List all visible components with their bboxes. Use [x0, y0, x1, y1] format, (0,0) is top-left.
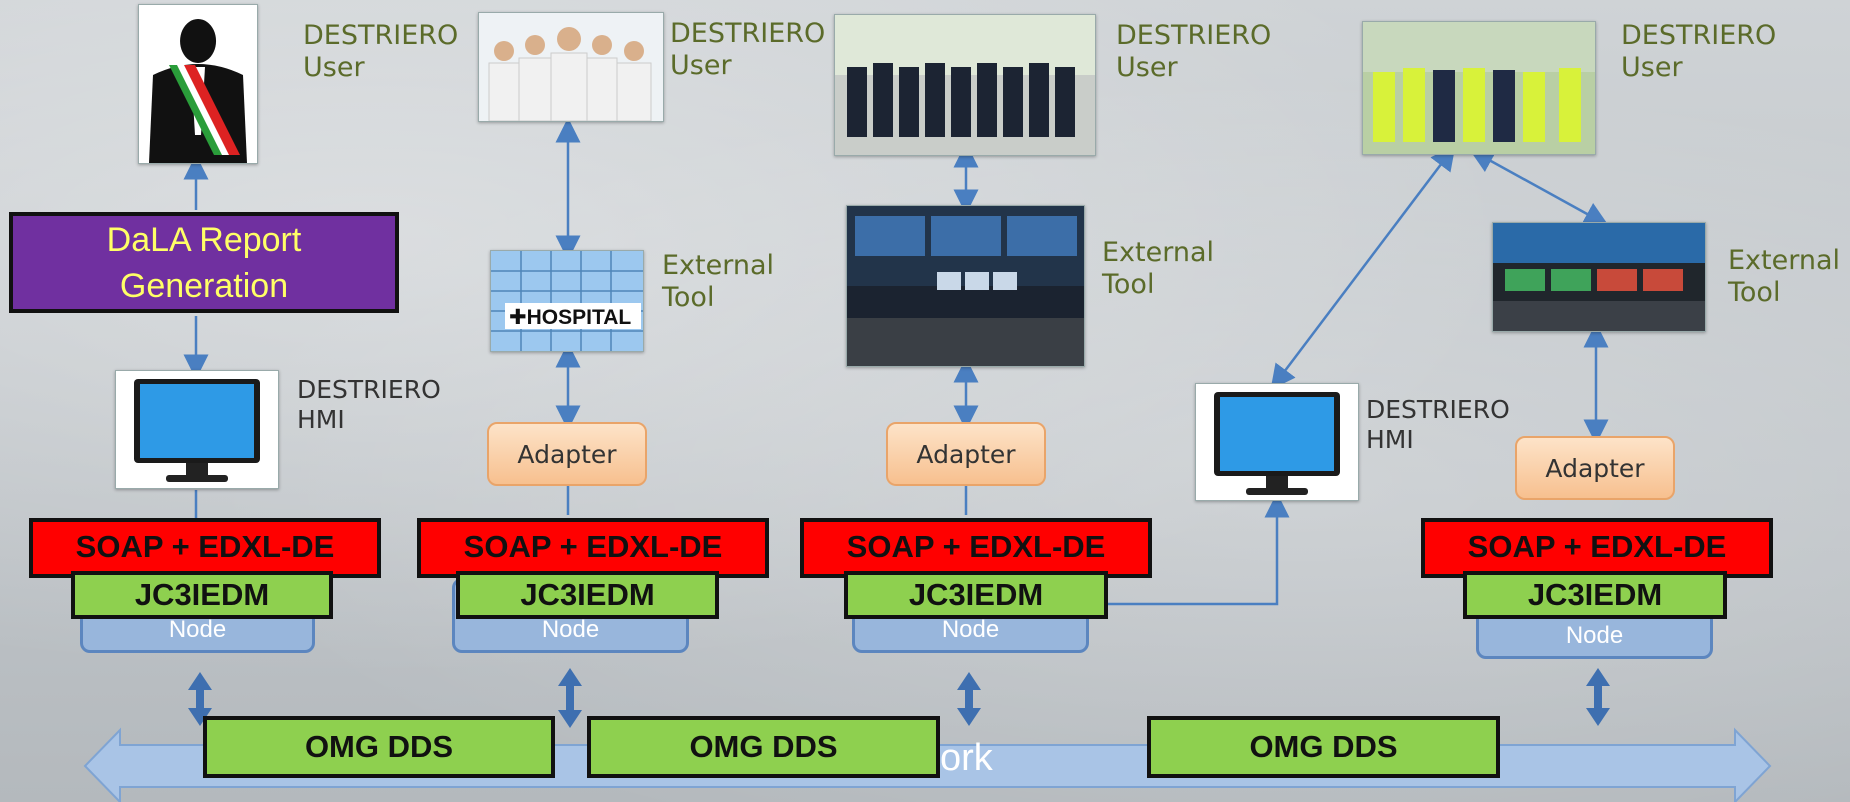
jc3iedm-4: JC3IEDM [1463, 571, 1727, 619]
dala-line2: Generation [119, 266, 289, 305]
doctors-user-photo [478, 12, 664, 122]
adapter-2: Adapter [487, 422, 647, 486]
external-tool-label-2: External Tool [662, 250, 775, 313]
official-user-photo [138, 4, 258, 164]
node-network-arrows [188, 668, 1610, 728]
omg-dds-3: OMG DDS [1147, 716, 1500, 778]
adapter-3: Adapter [886, 422, 1046, 486]
jc3iedm-3: JC3IEDM [844, 571, 1108, 619]
destriero-hmi-label-1: DESTRIERO HMI [297, 375, 441, 434]
jc3iedm-2: JC3IEDM [456, 571, 719, 619]
soap-edxl-de-4: SOAP + EDXL-DE [1421, 518, 1773, 578]
destriero-hmi-label-2: DESTRIERO HMI [1366, 395, 1510, 454]
control-room-photo [846, 205, 1085, 367]
arrow-node3-hmi2 [1105, 492, 1290, 606]
arrow-user4-tool4 [1469, 148, 1609, 227]
network-label-fragment: ork [940, 737, 993, 779]
hmi-monitor-2 [1195, 383, 1359, 501]
external-tool-label-4: External Tool [1728, 245, 1841, 308]
hmi-monitor-1 [115, 370, 279, 489]
destriero-user-label-4: DESTRIERO User [1621, 20, 1777, 83]
destriero-user-label-1: DESTRIERO User [303, 20, 459, 83]
police-user-photo [834, 14, 1096, 156]
destriero-user-label-3: DESTRIERO User [1116, 20, 1272, 83]
omg-dds-2: OMG DDS [587, 716, 940, 778]
jc3iedm-1: JC3IEDM [71, 571, 333, 619]
hospital-sign-text: ✚HOSPITAL [509, 306, 632, 329]
destriero-user-label-2: DESTRIERO User [670, 18, 826, 81]
civil-protection-user-photo [1362, 21, 1596, 155]
adapter-4: Adapter [1515, 436, 1675, 500]
monitoring-station-photo [1492, 222, 1706, 332]
soap-edxl-de-1: SOAP + EDXL-DE [29, 518, 381, 578]
soap-edxl-de-3: SOAP + EDXL-DE [800, 518, 1152, 578]
hospital-photo: ✚HOSPITAL [490, 250, 644, 352]
external-tool-label-3: External Tool [1102, 237, 1215, 300]
soap-edxl-de-2: SOAP + EDXL-DE [417, 518, 769, 578]
dala-line1: DaLA Report [106, 220, 302, 259]
omg-dds-1: OMG DDS [203, 716, 555, 778]
dala-report-generation-box: DaLA Report Generation [9, 212, 399, 313]
arrow-user4-hmi2 [1270, 145, 1456, 390]
